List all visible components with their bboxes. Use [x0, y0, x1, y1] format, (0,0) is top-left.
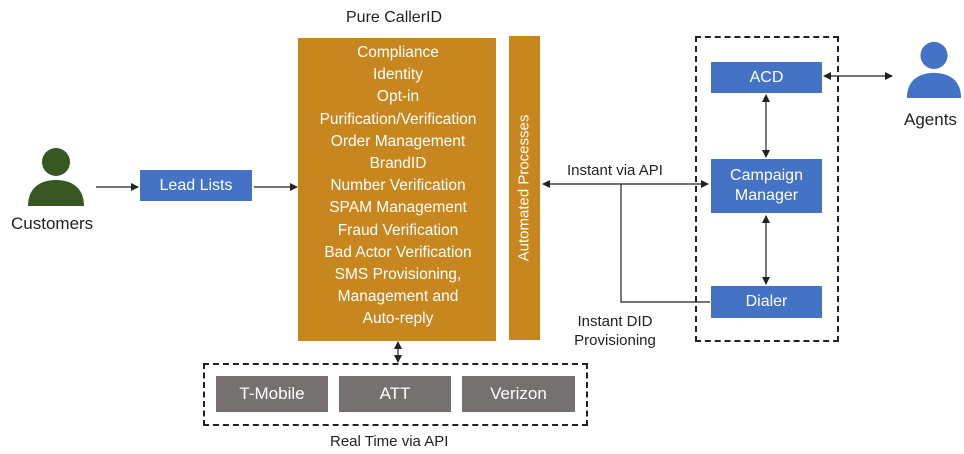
customers-label: Customers: [11, 214, 94, 233]
carrier-verizon: Verizon: [462, 376, 575, 412]
carriers-group: [203, 363, 588, 426]
feature-item: Compliance: [357, 44, 439, 61]
lead-lists-box: Lead Lists: [140, 170, 252, 201]
agents-person-icon: [906, 41, 962, 98]
instant-api-label: Instant via API: [567, 162, 663, 179]
feature-item: SMS Provisioning,: [334, 266, 462, 284]
feature-item: Bad Actor Verification: [324, 243, 472, 261]
feature-item: Opt-in: [376, 88, 420, 106]
dialer-box: Dialer: [711, 286, 822, 318]
agents-label: Agents: [904, 110, 957, 129]
campaign-manager-box: Campaign Manager: [711, 159, 822, 213]
feature-item: Auto-reply: [362, 310, 434, 328]
customers-person-icon: [28, 148, 84, 206]
carrier-tmobile: T-Mobile: [216, 376, 328, 412]
automated-processes-label: Automated Processes: [515, 114, 533, 262]
automated-processes-box: [509, 36, 540, 340]
acd-box: ACD: [711, 62, 822, 93]
feature-item: Identity: [373, 66, 423, 84]
feature-item: Fraud Verification: [337, 221, 459, 239]
realtime-api-label: Real Time via API: [330, 433, 449, 450]
pure-callerid-box: [298, 38, 496, 341]
feature-item: Purification/Verification: [319, 110, 477, 128]
feature-item: SPAM Management: [329, 199, 467, 217]
feature-item: BrandID: [369, 155, 427, 173]
instant-did-label: Instant DID Provisioning: [574, 313, 656, 349]
line-did-dialer: [620, 184, 710, 303]
feature-item: Order Management: [330, 132, 466, 150]
feature-item: Number Verification: [330, 177, 466, 195]
contact-center-group: [695, 36, 839, 342]
diagram-title: Pure CallerID: [346, 9, 443, 26]
feature-item: Management and: [337, 288, 459, 306]
carrier-att: ATT: [339, 376, 451, 412]
